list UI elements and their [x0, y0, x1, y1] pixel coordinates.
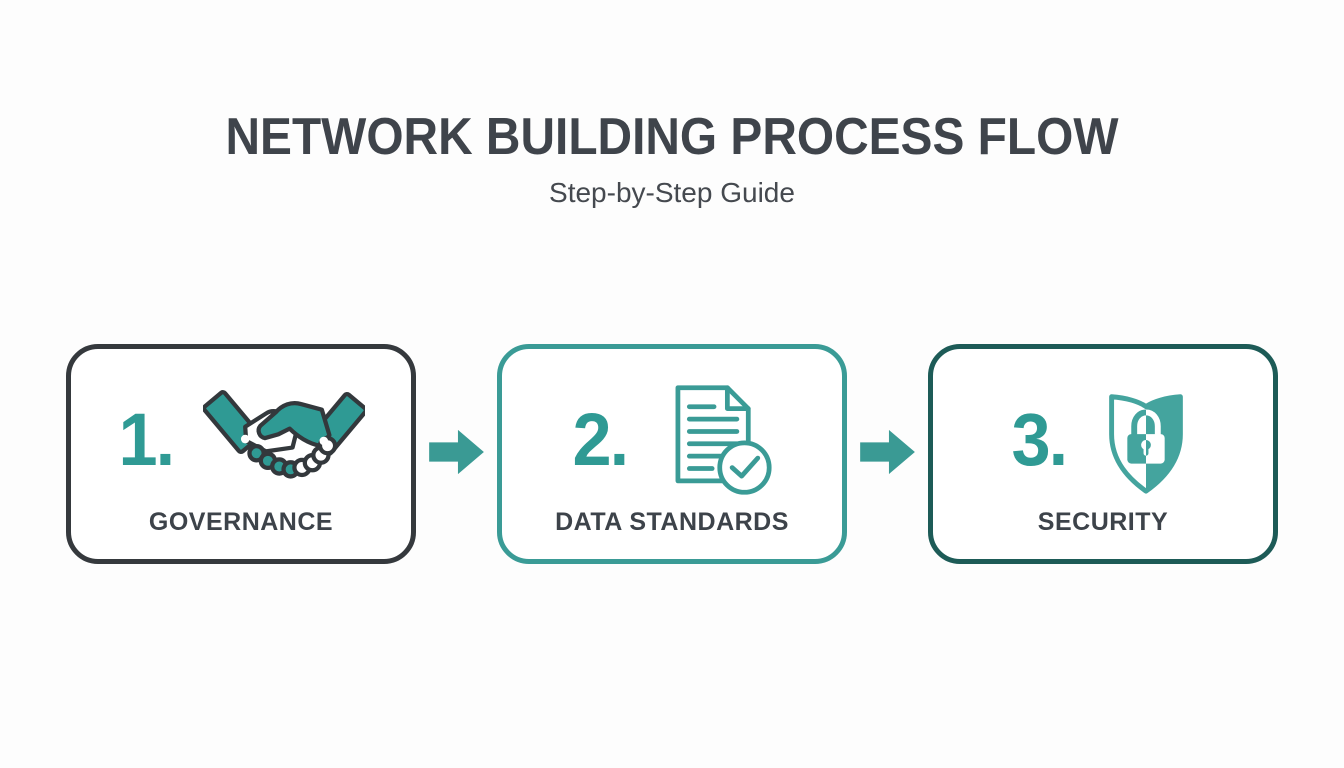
step-label: DATA STANDARDS [555, 508, 789, 536]
page-subtitle: Step-by-Step Guide [549, 176, 795, 208]
arrow-cell [416, 344, 497, 564]
step-box-security: 3. [928, 344, 1278, 564]
step-2-content: 2. [502, 365, 842, 515]
shield-lock-icon [1096, 383, 1196, 497]
arrow-cell [847, 344, 928, 564]
step-1-content: 1. [71, 365, 411, 515]
step-3-content: 3. [933, 365, 1273, 515]
flow-arrow-icon [428, 428, 485, 481]
document-check-icon [657, 380, 773, 500]
step-label: SECURITY [1037, 508, 1169, 536]
step-box-governance: 1. [66, 344, 416, 564]
step-number: 2. [572, 398, 630, 481]
handshake-icon [202, 387, 365, 493]
step-label: GOVERNANCE [148, 508, 334, 536]
step-box-data-standards: 2. [497, 344, 847, 564]
header: NETWORK BUILDING PROCESS FLOW Step-by-St… [0, 110, 1344, 209]
step-number: 1. [118, 398, 176, 481]
step-number: 3. [1011, 398, 1069, 481]
page-title: NETWORK BUILDING PROCESS FLOW [225, 108, 1119, 166]
process-flow: 1. [0, 344, 1344, 564]
flow-arrow-icon [859, 428, 916, 481]
